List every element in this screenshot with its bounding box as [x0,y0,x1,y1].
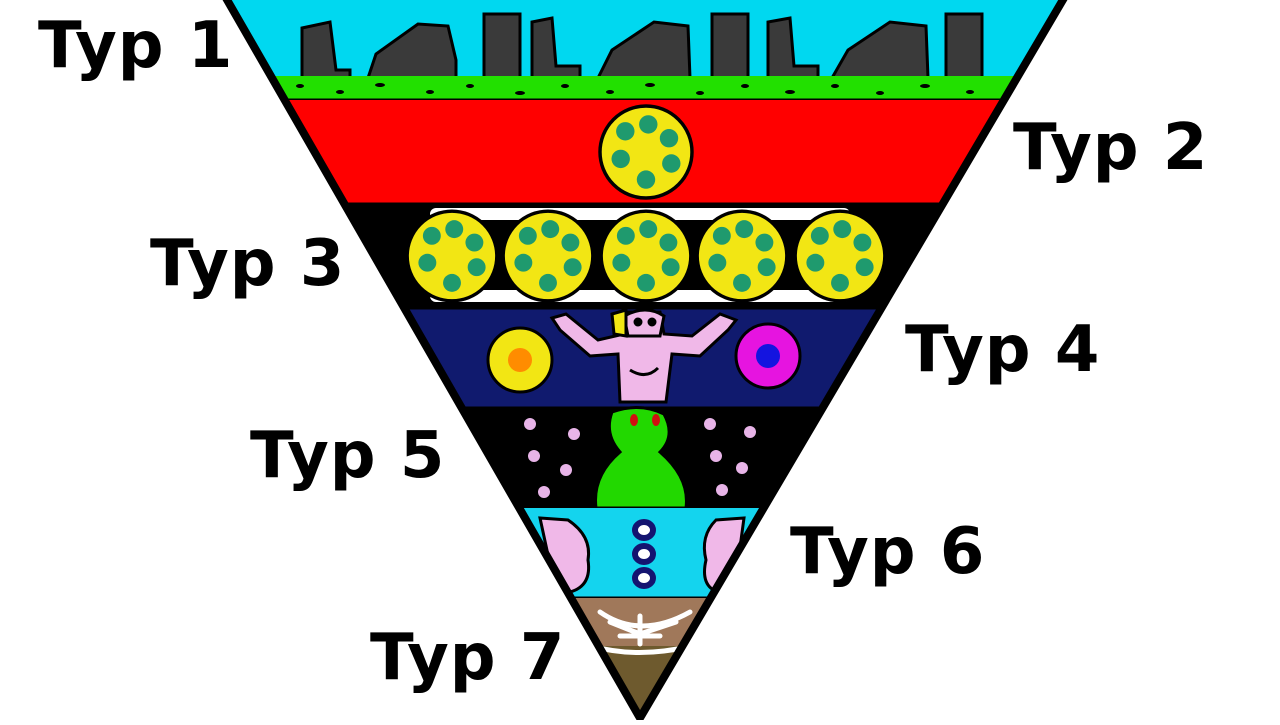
layer-1 [226,0,1064,102]
label-typ-5: Typ 5 [250,419,446,493]
label-typ-6: Typ 6 [790,515,986,589]
pyramid-outline [222,0,1068,722]
label-typ-3: Typ 3 [150,227,346,301]
label-typ-2: Typ 2 [1013,111,1209,185]
figure [549,308,739,404]
label-typ-1: Typ 1 [38,9,234,83]
label-typ-7: Typ 7 [370,621,566,695]
label-typ-4: Typ 4 [905,313,1101,387]
